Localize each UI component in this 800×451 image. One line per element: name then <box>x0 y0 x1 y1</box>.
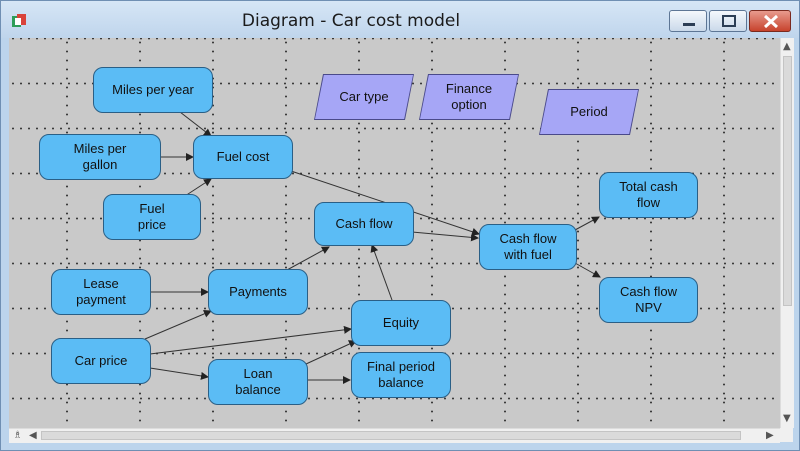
horizontal-scrollbar[interactable]: ♗ ◀ ▶ <box>9 428 780 443</box>
scroll-mode-icon[interactable]: ♗ <box>13 430 22 441</box>
node-cash-flow-npv[interactable]: Cash flow NPV <box>599 277 698 323</box>
node-loan-balance[interactable]: Loan balance <box>208 359 308 405</box>
vertical-scrollbar[interactable]: ▲ ▼ <box>780 38 794 428</box>
scroll-right-icon[interactable]: ▶ <box>766 430 774 441</box>
node-car-price[interactable]: Car price <box>51 338 151 384</box>
vertical-scroll-thumb[interactable] <box>783 56 792 306</box>
scroll-up-icon[interactable]: ▲ <box>783 41 791 52</box>
arrow-fuel-price-to-fuel-cost <box>184 178 212 197</box>
scroll-corner <box>780 428 793 442</box>
node-payments[interactable]: Payments <box>208 269 308 315</box>
arrow-car-price-to-payments <box>144 310 212 340</box>
arrow-cash-flow-with-fuel-to-cash-flow-npv <box>574 262 601 278</box>
scroll-left-icon[interactable]: ◀ <box>29 430 37 441</box>
arrow-car-price-to-equity <box>149 325 352 355</box>
node-lease-payment[interactable]: Lease payment <box>51 269 151 315</box>
close-button[interactable] <box>749 10 791 32</box>
app-icon <box>12 14 26 27</box>
arrow-miles-per-year-to-fuel-cost <box>179 111 212 137</box>
arrow-cash-flow-to-cash-flow-with-fuel <box>411 231 479 242</box>
node-fuel-cost[interactable]: Fuel cost <box>193 135 293 179</box>
node-miles-per-gallon[interactable]: Miles per gallon <box>39 134 161 180</box>
node-cash-flow-with-fuel[interactable]: Cash flow with fuel <box>479 224 577 270</box>
index-period[interactable]: Period <box>539 89 639 135</box>
maximize-button[interactable] <box>709 10 747 32</box>
horizontal-scroll-thumb[interactable] <box>41 431 741 440</box>
node-fuel-price[interactable]: Fuel price <box>103 194 201 240</box>
index-car-type[interactable]: Car type <box>314 74 414 120</box>
index-finance-option[interactable]: Finance option <box>419 74 519 120</box>
arrow-equity-to-cash-flow <box>370 244 393 301</box>
minimize-button[interactable] <box>669 10 707 32</box>
node-cash-flow[interactable]: Cash flow <box>314 202 414 246</box>
title-bar[interactable]: Diagram - Car cost model <box>1 1 799 38</box>
node-equity[interactable]: Equity <box>351 300 451 346</box>
arrow-car-price-to-loan-balance <box>149 367 209 380</box>
diagram-canvas[interactable]: Miles per year Miles per gallon Fuel pri… <box>9 38 780 428</box>
scroll-down-icon[interactable]: ▼ <box>783 413 791 424</box>
arrow-loan-balance-to-equity <box>305 340 357 365</box>
window-title: Diagram - Car cost model <box>241 11 461 31</box>
node-final-period-balance[interactable]: Final period balance <box>351 352 451 398</box>
node-total-cash-flow[interactable]: Total cash flow <box>599 172 698 218</box>
node-miles-per-year[interactable]: Miles per year <box>93 67 213 113</box>
arrow-cash-flow-with-fuel-to-total-cash-flow <box>574 216 600 231</box>
arrow-payments-to-cash-flow <box>286 246 330 271</box>
